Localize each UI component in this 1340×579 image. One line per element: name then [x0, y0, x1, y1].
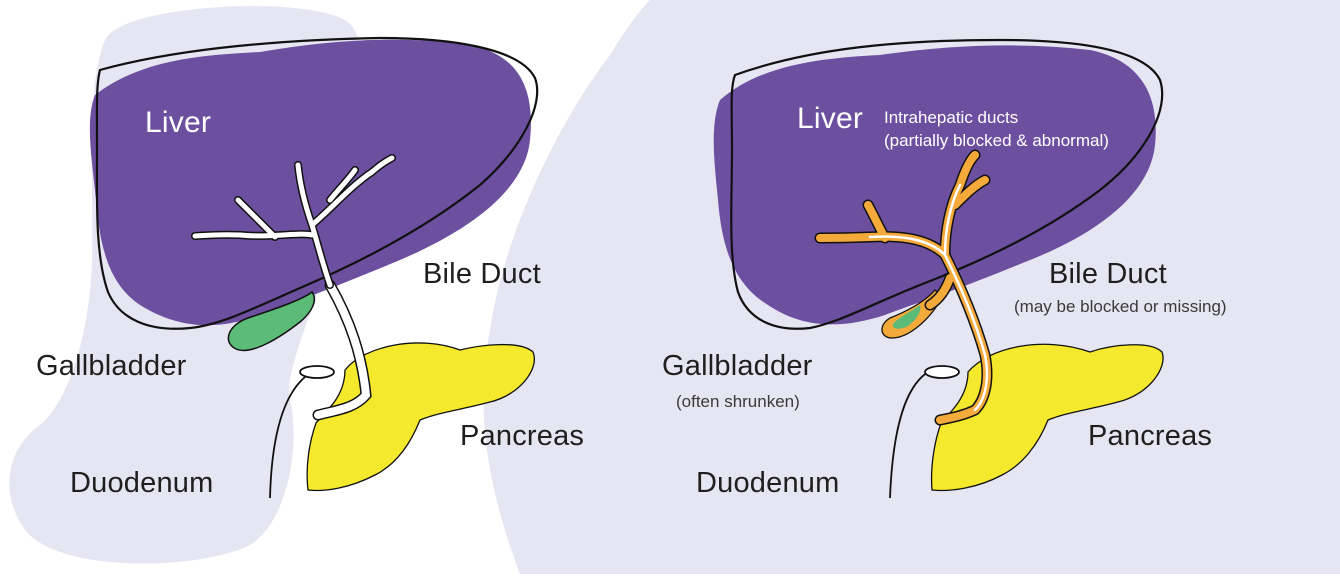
right-intrahepatic-line1: Intrahepatic ducts: [884, 108, 1019, 127]
right-duodenum-opening: [924, 365, 960, 379]
left-bile-ducts: [191, 154, 396, 421]
left-panel-graphics: [89, 36, 539, 499]
left-bile-duct-label: Bile Duct: [423, 258, 541, 290]
left-gallbladder-label: Gallbladder: [36, 350, 187, 382]
left-duodenum-opening: [299, 365, 335, 379]
right-bile-duct-note: (may be blocked or missing): [1014, 297, 1227, 316]
right-duodenum-label: Duodenum: [696, 467, 840, 499]
left-pancreas-label: Pancreas: [460, 420, 585, 452]
left-duodenum-tube: [269, 371, 313, 499]
left-gallbladder: [227, 290, 316, 352]
right-panel-graphics: [713, 38, 1164, 499]
right-liver-fill: [713, 45, 1156, 325]
left-duodenum-label: Duodenum: [70, 467, 214, 499]
right-liver-label: Liver: [797, 102, 864, 135]
right-intrahepatic-line2: (partially blocked & abnormal): [884, 131, 1109, 150]
right-liver-outline: [730, 38, 1164, 330]
right-bile-duct-label: Bile Duct: [1049, 258, 1167, 290]
left-liver-fill: [89, 39, 531, 326]
right-duodenum-tube: [889, 371, 929, 499]
right-gallbladder-label: Gallbladder: [662, 350, 813, 382]
right-gallbladder-inner: [892, 305, 921, 329]
right-bile-ducts: [814, 149, 993, 426]
right-gallbladder-note: (often shrunken): [676, 392, 800, 411]
left-liver-label: Liver: [145, 106, 212, 139]
left-liver-outline: [95, 36, 539, 330]
right-pancreas-label: Pancreas: [1088, 420, 1213, 452]
